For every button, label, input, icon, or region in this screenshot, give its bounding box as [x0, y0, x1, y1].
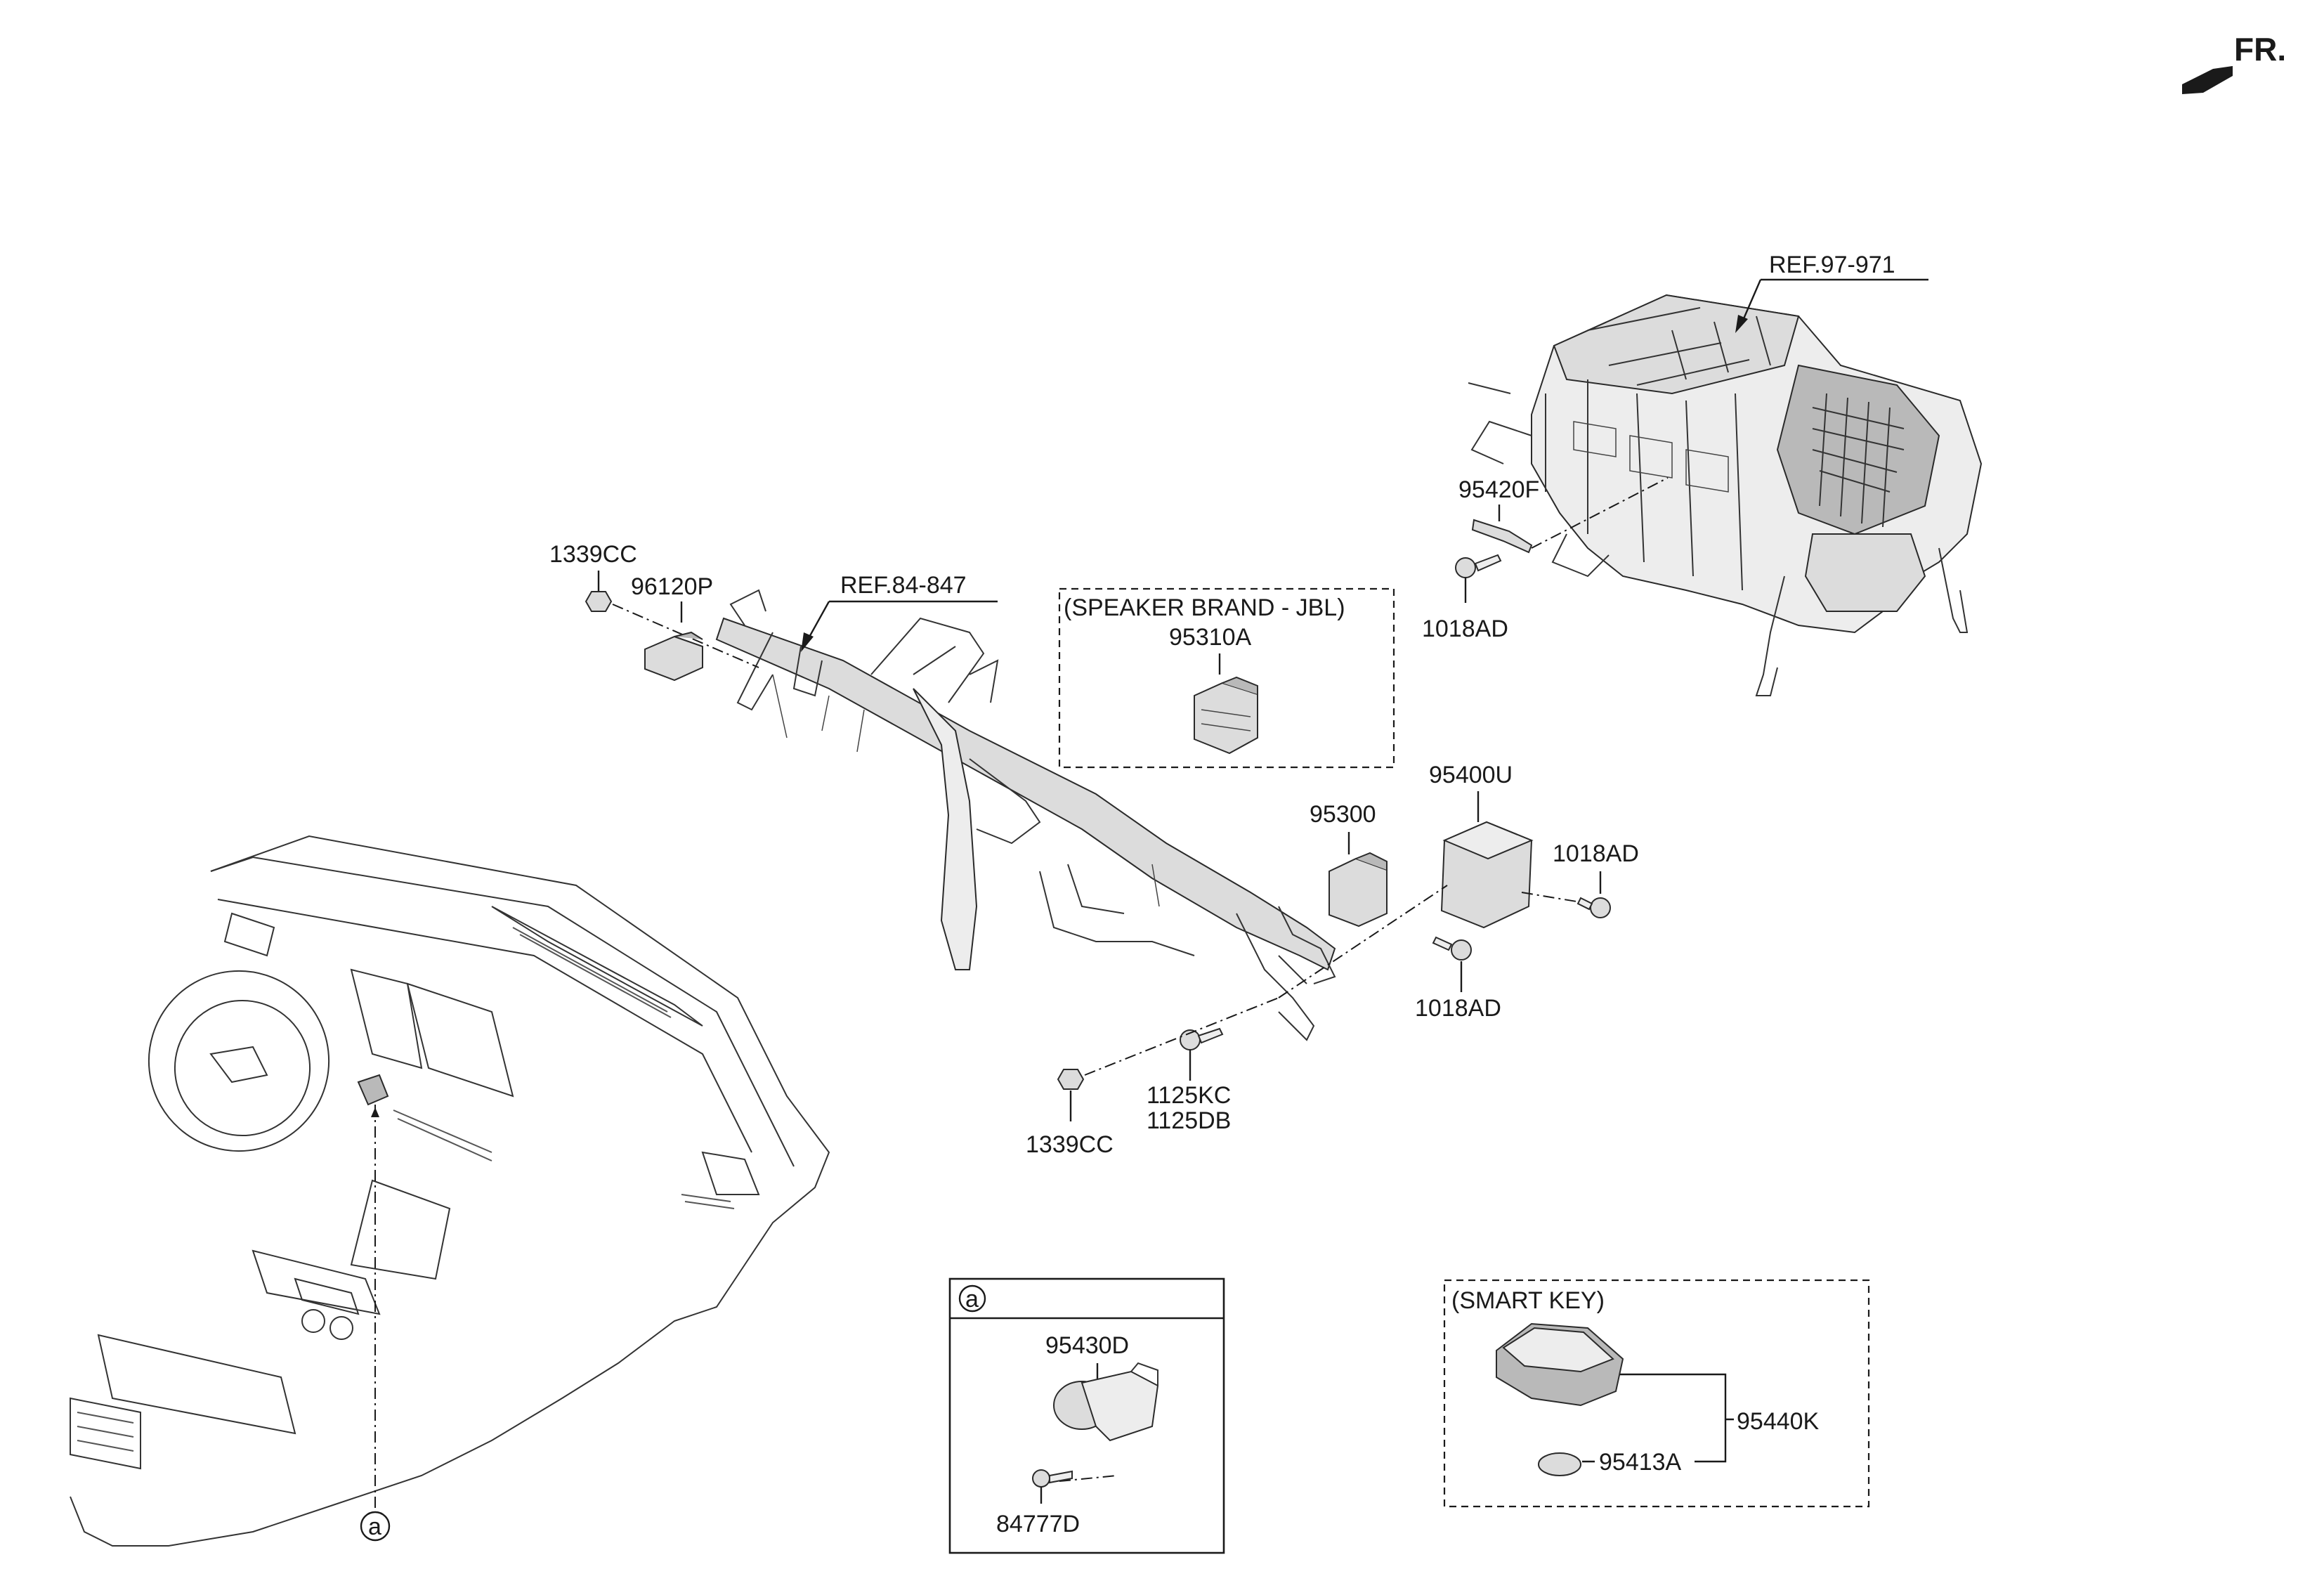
detail-marker-a-label: a: [368, 1514, 381, 1540]
module-95300: 95300: [1278, 801, 1448, 998]
module-95400U-label: 95400U: [1429, 762, 1513, 788]
nut-1339CC-bottom-label: 1339CC: [1026, 1131, 1114, 1158]
smart-key-box: (SMART KEY) 95440K 95413A: [1443, 1279, 1870, 1508]
screw-1018AD-right: 1018AD: [1553, 840, 1639, 918]
crossbar-reference: REF.84-847: [801, 572, 998, 652]
speaker-box-title: (SPEAKER BRAND - JBL): [1064, 594, 1345, 621]
nut-1339CC-left-label: 1339CC: [549, 541, 637, 568]
detail-marker-a: a: [360, 1511, 391, 1542]
front-arrow-icon: [2182, 66, 2233, 94]
key-95440K-label: 95440K: [1737, 1408, 1820, 1435]
hvac-reference-label: REF.97-971: [1769, 252, 1895, 278]
sensor-96120P: 96120P: [631, 573, 713, 682]
screw-1018AD-top: 1018AD: [1422, 554, 1508, 642]
screw-84777D-label: 84777D: [996, 1511, 1080, 1537]
amp-95310A-label: 95310A: [1169, 624, 1252, 651]
module-95300-label: 95300: [1310, 801, 1376, 828]
battery-95413A-label: 95413A: [1599, 1449, 1682, 1476]
antenna-95430D-label: 95430D: [1045, 1332, 1129, 1359]
screw-1018AD-mid-label: 1018AD: [1415, 995, 1501, 1022]
screw-1018AD-top-label: 1018AD: [1422, 616, 1508, 642]
bolt-1125DB-label: 1125DB: [1147, 1107, 1231, 1134]
hvac-unit: [1468, 294, 1983, 696]
nut-1339CC-left: 1339CC: [549, 541, 759, 668]
bolt-1125KC-label: 1125KC: [1147, 1082, 1231, 1109]
hvac-reference: REF.97-971: [1735, 252, 1928, 333]
detail-box-a: a 95430D 84777D: [948, 1277, 1225, 1554]
front-label: FR.: [2234, 31, 2286, 67]
crossbar-reference-label: REF.84-847: [840, 572, 967, 599]
smart-key-box-title: (SMART KEY): [1451, 1287, 1605, 1314]
speaker-jbl-box: (SPEAKER BRAND - JBL) 95310A: [1058, 587, 1395, 769]
crossbar-assembly: [715, 589, 1336, 1041]
part-95420F-label: 95420F: [1458, 476, 1539, 503]
dashboard-illustration: [70, 835, 830, 1547]
screw-1018AD-right-label: 1018AD: [1553, 840, 1639, 867]
screw-1018AD-mid: 1018AD: [1415, 936, 1501, 1022]
sensor-96120P-label: 96120P: [631, 573, 713, 600]
nut-1339CC-bottom: 1339CC: [1026, 997, 1279, 1158]
part-95420F: 95420F: [1458, 476, 1669, 554]
front-direction-indicator: FR.: [2182, 31, 2286, 94]
detail-box-marker-label: a: [965, 1286, 979, 1313]
module-95400U: 95400U: [1429, 762, 1581, 929]
bolt-1125KC-1125DB: 1125KC 1125DB: [1147, 1027, 1231, 1134]
